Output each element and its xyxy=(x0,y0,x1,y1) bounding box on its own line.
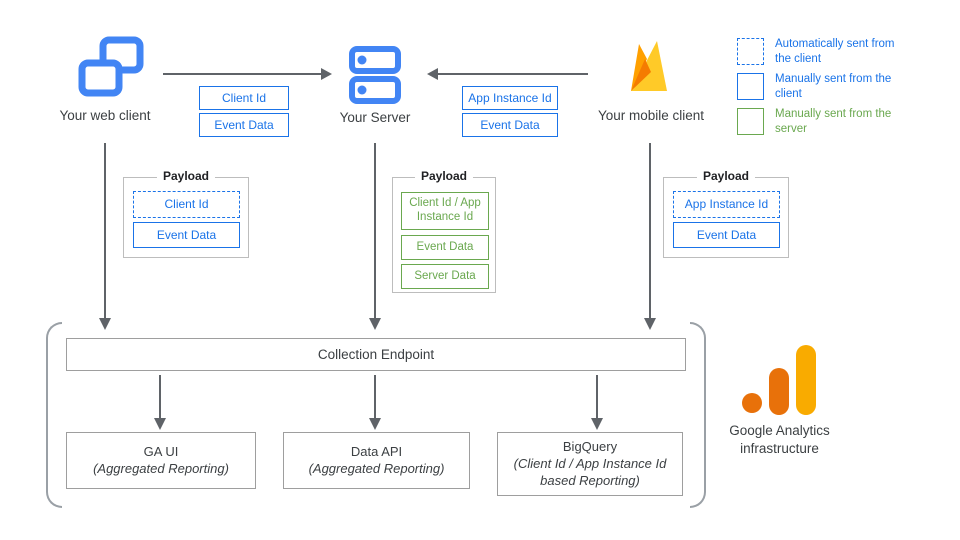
payload-item-event-data: Event Data xyxy=(673,222,780,248)
flow-tag-event-data-mobile: Event Data xyxy=(462,113,558,137)
mobile-client-label: Your mobile client xyxy=(597,108,705,123)
arrow-server-down-line xyxy=(374,143,376,319)
arrow-mobile-to-server-head xyxy=(427,68,438,80)
payload-box-web: Payload Client Id Event Data xyxy=(123,169,249,258)
output-box-bigquery: BigQuery (Client Id / App Instance Id ba… xyxy=(497,432,683,496)
output-subtitle: (Aggregated Reporting) xyxy=(308,460,445,476)
ga-logo-dot xyxy=(742,393,762,413)
output-box-ga-ui: GA UI (Aggregated Reporting) xyxy=(66,432,256,489)
ga-logo-bar-tall xyxy=(796,345,816,415)
arrow-server-down-head xyxy=(369,318,381,330)
payload-box-server: Payload Client Id / App Instance Id Even… xyxy=(392,169,496,293)
output-title: BigQuery xyxy=(562,439,618,455)
payload-box-mobile: Payload App Instance Id Event Data xyxy=(663,169,789,258)
payload-item-event-data: Event Data xyxy=(401,235,489,260)
legend-label-auto-client: Automatically sent from the client xyxy=(775,38,895,65)
payload-item-app-instance-id: App Instance Id xyxy=(673,191,780,218)
flow-tag-event-data: Event Data xyxy=(199,113,289,137)
payload-item-client-app-id: Client Id / App Instance Id xyxy=(401,192,489,230)
output-subtitle: (Client Id / App Instance Id based Repor… xyxy=(513,456,667,488)
server-icon xyxy=(349,46,401,104)
arrow-web-down-head xyxy=(99,318,111,330)
arrow-web-down-line xyxy=(104,143,106,319)
payload-title: Payload xyxy=(414,169,474,183)
arrow-bigquery-line xyxy=(596,375,598,418)
infra-bracket-right xyxy=(690,322,706,508)
output-subtitle: (Aggregated Reporting) xyxy=(93,460,229,476)
arrow-mobile-down-head xyxy=(644,318,656,330)
arrow-ga-ui-line xyxy=(159,375,161,418)
arrow-web-to-server-head xyxy=(321,68,332,80)
arrow-ga-ui-head xyxy=(154,418,166,430)
arrow-bigquery-head xyxy=(591,418,603,430)
arrow-web-to-server-line xyxy=(163,73,321,75)
firebase-flame-icon xyxy=(631,41,667,91)
arrow-mobile-down-line xyxy=(649,143,651,319)
collection-endpoint-box: Collection Endpoint xyxy=(66,338,686,371)
payload-title: Payload xyxy=(156,169,216,183)
arrow-data-api-line xyxy=(374,375,376,418)
output-title: Data API xyxy=(350,443,403,459)
payload-title: Payload xyxy=(696,169,756,183)
web-client-icon xyxy=(78,36,144,97)
web-client-label: Your web client xyxy=(59,108,151,123)
legend-swatch-manual-server xyxy=(737,108,764,135)
legend-label-manual-client: Manually sent from the client xyxy=(775,73,892,100)
arrow-data-api-head xyxy=(369,418,381,430)
payload-item-client-id: Client Id xyxy=(133,191,240,218)
payload-item-event-data: Event Data xyxy=(133,222,240,248)
infrastructure-caption: Google Analytics infrastructure xyxy=(729,423,830,457)
flow-tag-app-instance-id: App Instance Id xyxy=(462,86,558,110)
infra-bracket-left xyxy=(46,322,62,508)
payload-item-server-data: Server Data xyxy=(401,264,489,289)
server-label: Your Server xyxy=(339,110,411,125)
ga-logo-bar-medium xyxy=(769,368,789,415)
legend-label-manual-server: Manually sent from the server xyxy=(775,108,892,135)
legend-swatch-auto-client xyxy=(737,38,764,65)
google-analytics-logo xyxy=(742,345,817,415)
flow-tag-client-id: Client Id xyxy=(199,86,289,110)
legend-swatch-manual-client xyxy=(737,73,764,100)
output-title: GA UI xyxy=(143,443,179,459)
arrow-mobile-to-server-line xyxy=(438,73,588,75)
output-box-data-api: Data API (Aggregated Reporting) xyxy=(283,432,470,489)
